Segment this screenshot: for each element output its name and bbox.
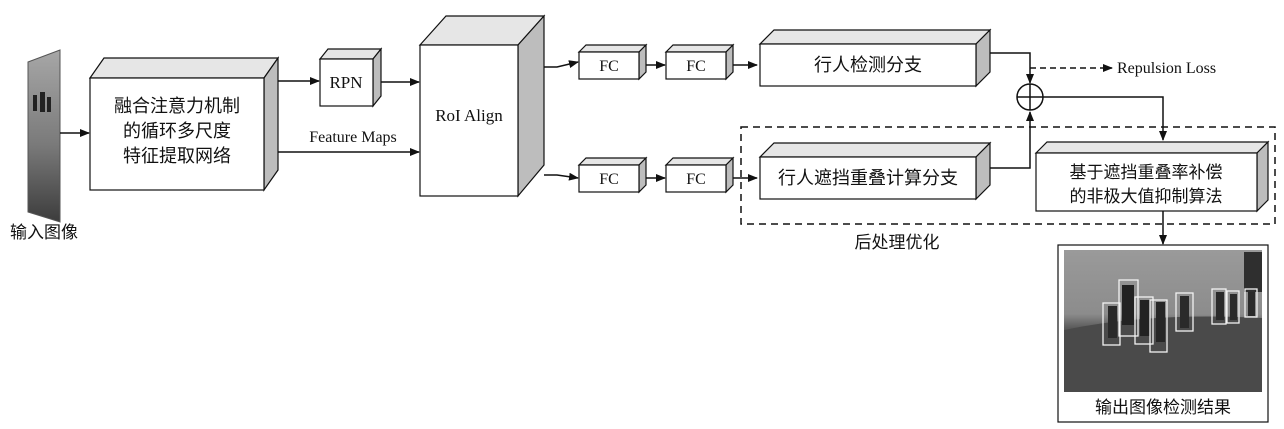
nms-box	[1034, 140, 1270, 213]
detection-branch-box	[758, 28, 992, 88]
fc-top-2-label: FC	[686, 58, 706, 75]
roi-align-label: RoI Align	[435, 106, 503, 125]
arrow-roi-to-fc-top	[544, 60, 579, 68]
post-processing-label: 后处理优化	[855, 233, 940, 253]
nms-line-1: 基于遮挡重叠率补偿	[1070, 163, 1223, 183]
output-caption: 输出图像检测结果	[1095, 398, 1231, 418]
roi-align-box	[418, 14, 546, 198]
rpn-box	[318, 47, 383, 108]
occlusion-branch-label: 行人遮挡重叠计算分支	[778, 168, 958, 189]
feature-module-line-1: 融合注意力机制	[114, 96, 240, 117]
fc-bottom-2-label: FC	[686, 171, 706, 188]
feature-module-line-2: 的循环多尺度	[123, 121, 231, 142]
repulsion-loss-label: Repulsion Loss	[1117, 60, 1216, 77]
sum-operator	[1016, 83, 1044, 111]
rpn-label: RPN	[329, 73, 362, 92]
arrow-roi-to-fc-bottom	[544, 172, 579, 181]
input-image	[27, 49, 61, 223]
feature-maps-label: Feature Maps	[309, 129, 397, 146]
post-processing-region	[740, 126, 1276, 225]
fc-top-1-label: FC	[599, 58, 619, 75]
feature-extraction-box	[88, 56, 280, 192]
arrow-occlusion-to-sum	[990, 111, 1034, 169]
fc-box-top-1	[577, 43, 648, 81]
input-image-caption: 输入图像	[10, 223, 78, 243]
connector-detect-to-loss	[990, 52, 1031, 68]
fc-box-bottom-2	[664, 156, 735, 194]
occlusion-branch-box	[758, 141, 992, 201]
fc-bottom-1-label: FC	[599, 171, 619, 188]
fc-box-bottom-1	[577, 156, 648, 194]
fc-box-top-2	[664, 43, 735, 81]
arrow-sum-to-nms	[1043, 96, 1167, 141]
output-image	[1064, 250, 1262, 392]
feature-module-line-3: 特征提取网络	[123, 146, 231, 167]
detection-branch-label: 行人检测分支	[814, 55, 922, 76]
nms-line-2: 的非极大值抑制算法	[1070, 187, 1223, 207]
